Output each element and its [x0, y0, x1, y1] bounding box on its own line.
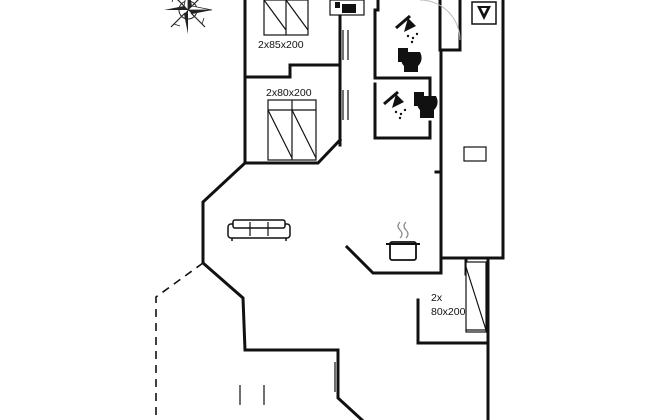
window-marks [239, 30, 487, 405]
terrace-outline [155, 262, 204, 420]
compass-rose-icon [164, 0, 213, 34]
heater-icon [471, 1, 497, 25]
bed-2 [267, 99, 317, 161]
bed-2-label: 2x80x200 [266, 87, 312, 99]
door-swing [419, 0, 461, 41]
bed-1 [263, 0, 309, 36]
toilet-icon-2 [414, 92, 438, 118]
shower-icon-2 [383, 90, 407, 120]
bed-3-label-line1: 2x [431, 292, 443, 304]
bed-1-label: 2x85x200 [258, 39, 304, 51]
sofa-icon [227, 219, 291, 241]
bed-3 [465, 261, 487, 333]
toilet-icon [398, 48, 422, 72]
cooking-pot-icon [386, 221, 420, 261]
sauna-icon [329, 0, 365, 16]
shower-icon [395, 14, 419, 44]
exterior-walls [201, 0, 505, 420]
bed-3-label-line2: 80x200 [431, 306, 466, 318]
